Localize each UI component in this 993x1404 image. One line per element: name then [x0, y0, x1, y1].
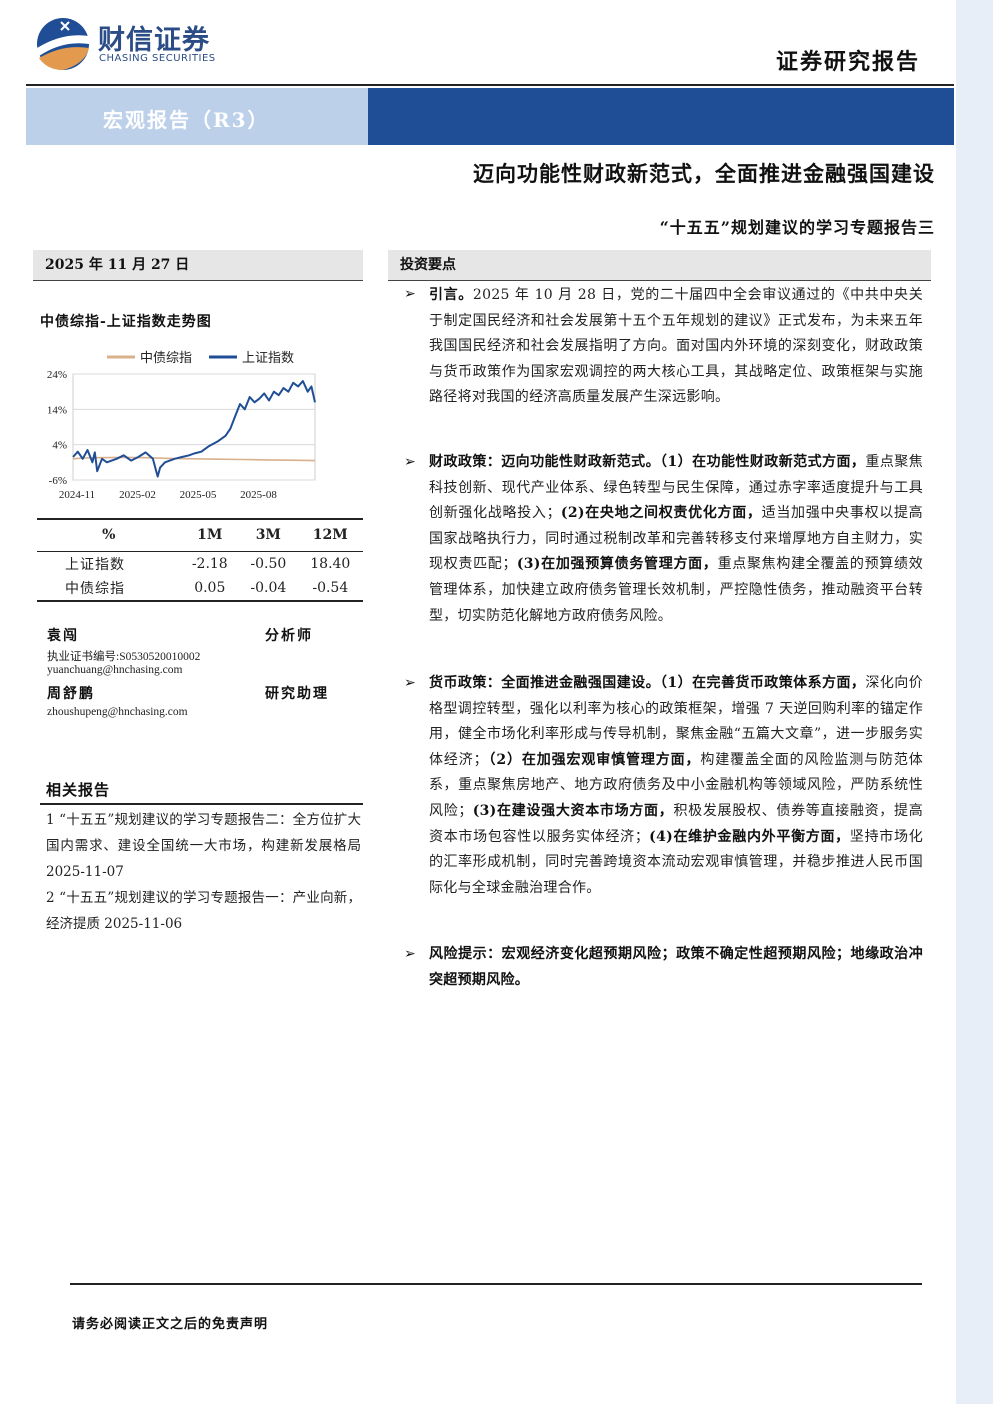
company-logo — [37, 18, 89, 70]
cell-1m: -2.18 — [191, 555, 228, 572]
related-reports-title: 相关报告 — [46, 781, 111, 799]
analyst-role: 研究助理 — [265, 686, 329, 702]
col-header: 3M — [239, 518, 298, 552]
performance-table: % 1M 3M 12M 上证指数 -2.18 -0.50 18.40 中债综指 … — [37, 518, 363, 602]
logo-swoosh-shape — [37, 35, 89, 56]
point-label: 引言。 — [429, 287, 473, 303]
row-name: 上证指数 — [65, 556, 125, 573]
page-subtitle: “十五五”规划建议的学习专题报告三 — [659, 218, 935, 237]
analyst-role: 分析师 — [265, 628, 313, 644]
analyst-cert: 执业证书编号:S0530520010002 — [47, 651, 201, 663]
point-text: 适当加强中央事权以提高国家战略执行力，同时通过税制改革和完善转移支付来增厚地方自… — [429, 505, 923, 573]
point-label: 货币政策：全面推进金融强国建设。 — [429, 675, 661, 691]
cell-12m: -0.54 — [297, 576, 363, 602]
point-label: 风险提示：宏观经济变化超预期风险；政策不确定性超预期风险；地缘政治冲突超预期风险… — [429, 946, 923, 988]
table-row: 上证指数 -2.18 -0.50 18.40 — [37, 551, 363, 576]
related-report-item[interactable]: 2 “十五五”规划建议的学习专题报告一：产业向新，经济提质 2025-11-06 — [46, 890, 361, 932]
bullet-icon: ➢ — [404, 286, 416, 302]
series-line-sse-index — [72, 380, 316, 478]
col-header: 12M — [297, 518, 363, 552]
point-subhead: （1）在功能性财政新范式方面， — [660, 454, 866, 470]
point-label: 财政政策：迈向功能性财政新范式。 — [429, 454, 661, 470]
point-subhead: (4)在维护金融内外平衡方面， — [649, 828, 850, 845]
row-name: 中债综指 — [37, 576, 181, 602]
legend-label: 上证指数 — [242, 351, 294, 366]
col-header: % — [37, 518, 181, 552]
table-header-row: % 1M 3M 12M — [37, 518, 363, 552]
series-line-bond-index — [72, 456, 316, 462]
points-divider — [388, 280, 931, 281]
brand-name-en: CHASING SECURITIES — [99, 53, 216, 64]
point-fiscal: 财政政策：迈向功能性财政新范式。（1）在功能性财政新范式方面，重点聚焦科技创新、… — [429, 450, 923, 629]
analyst-name: 袁闯 — [47, 628, 79, 644]
table-row: 中债综指 0.05 -0.04 -0.54 — [37, 576, 363, 602]
y-tick-label: -6% — [49, 475, 67, 487]
plot-frame — [72, 373, 316, 481]
chart-title: 中债综指-上证指数走势图 — [40, 314, 212, 330]
brand-name: 财信证券 — [98, 25, 210, 56]
related-divider — [40, 803, 363, 805]
cell-3m: -0.04 — [239, 576, 298, 602]
bullet-icon: ➢ — [404, 454, 416, 470]
analyst-email[interactable]: zhoushupeng@hnchasing.com — [47, 706, 188, 718]
bullet-icon: ➢ — [404, 675, 416, 691]
point-subhead: (2)在央地之间权责优化方面， — [560, 505, 762, 522]
logo-star-shape — [60, 21, 70, 31]
logo-orange-shape — [39, 47, 89, 70]
footer-divider — [70, 1283, 922, 1285]
point-subhead: (3)在加强预算债务管理方面， — [516, 556, 718, 573]
cell-12m: 18.40 — [310, 555, 351, 572]
bullet-icon: ➢ — [404, 946, 416, 962]
legend-label: 中债综指 — [140, 351, 192, 366]
point-text: 构建覆盖全面的风险监测与防范体系，重点聚焦房地产、地方政府债务及中小金融机构等领… — [429, 751, 924, 819]
report-type-label: 证券研究报告 — [776, 49, 921, 75]
point-subhead: （1）在完善货币政策体系方面， — [660, 675, 866, 691]
header-divider — [26, 84, 954, 86]
point-text: 2025 年 10 月 28 日，党的二十届四中全会审议通过的《中共中央关于制定… — [429, 287, 923, 406]
point-text: 坚持市场化的汇率形成机制，同时完善跨境资本流动宏观审慎管理，并稳步推进人民币国际… — [429, 828, 924, 896]
related-report-item[interactable]: 1 “十五五”规划建议的学习专题报告二：全方位扩大国内需求、建设全国统一大市场，… — [46, 812, 361, 880]
category-banner — [26, 88, 368, 145]
point-monetary: 货币政策：全面推进金融强国建设。（1）在完善货币政策体系方面，深化向价格型调控转… — [429, 671, 923, 901]
cell-3m: -0.50 — [250, 555, 287, 572]
report-category: 宏观报告（R3） — [103, 108, 270, 132]
banner-accent — [368, 88, 954, 145]
point-risk: 风险提示：宏观经济变化超预期风险；政策不确定性超预期风险；地缘政治冲突超预期风险… — [429, 942, 923, 993]
page-title: 迈向功能性财政新范式，全面推进金融强国建设 — [473, 161, 935, 186]
point-text: 重点聚焦科技创新、现代产业体系、绿色转型与民生保障，通过赤字率适度提升与工具创新… — [429, 454, 923, 522]
analyst-name: 周舒鹏 — [47, 686, 95, 702]
x-tick-label: 2025-05 — [180, 489, 217, 501]
point-text: 深化向价格型调控转型，强化以利率为核心的政策框架，增强 7 天逆回购利率的锚定作… — [429, 675, 923, 768]
point-intro: 引言。2025 年 10 月 28 日，党的二十届四中全会审议通过的《中共中央关… — [429, 283, 923, 411]
y-tick-label: 4% — [52, 440, 67, 452]
points-heading: 投资要点 — [388, 250, 931, 280]
cell-1m: 0.05 — [180, 576, 240, 602]
y-tick-label: 14% — [47, 404, 67, 416]
point-subhead: （2）在加强宏观审慎管理方面， — [487, 751, 701, 768]
point-text: 重点聚焦构建全覆盖的预算绩效管理体系，加快建立政府债务管理长效机制，严控隐性债务… — [429, 556, 923, 624]
trend-chart: 24% 14% 4% -6% 2024-11 2025-02 2025-05 2025-08 中… — [47, 351, 316, 501]
right-margin-strip — [956, 0, 993, 1404]
x-tick-label: 2025-02 — [119, 489, 156, 501]
point-subhead: (3)在建设强大资本市场方面， — [472, 802, 674, 819]
report-date: 2025 年 11 月 27 日 — [33, 250, 363, 280]
col-header: 1M — [180, 518, 240, 552]
point-text: 积极发展股权、债券等直接融资，提高资本市场包容性以服务实体经济； — [429, 802, 923, 845]
analyst-email[interactable]: yuanchuang@hnchasing.com — [47, 664, 183, 676]
x-tick-label: 2025-08 — [240, 489, 277, 501]
y-tick-label: 24% — [47, 369, 67, 381]
x-tick-label: 2024-11 — [59, 489, 95, 501]
disclaimer-text: 请务必阅读正文之后的免责声明 — [72, 1317, 269, 1332]
date-divider — [33, 280, 363, 281]
